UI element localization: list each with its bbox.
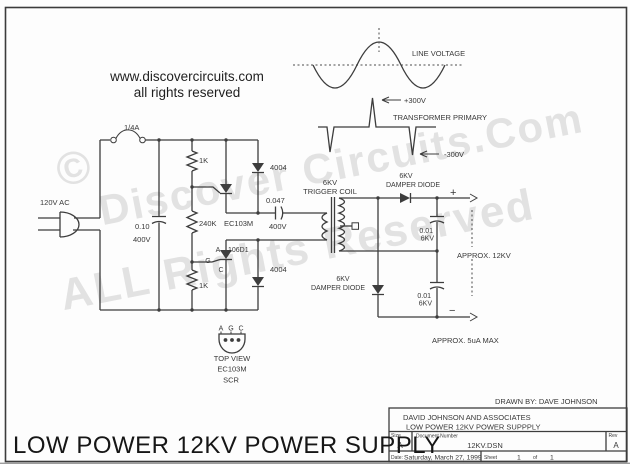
rev-value: A — [613, 441, 619, 450]
trigger-coil-label2: TRIGGER COIL — [303, 187, 357, 196]
peak-negative-label: -300V — [444, 150, 464, 159]
out-cap-bottom-voltage: 6KV — [419, 301, 433, 308]
scr2-106d1: A 106D1 G C — [192, 239, 327, 310]
package-pin-a-label: A — [219, 326, 224, 333]
scr2-anode-label: A — [216, 247, 221, 254]
title-block: DAVID JOHNSON AND ASSOCIATES LOW POWER 1… — [388, 407, 628, 463]
damper-diode-bottom-icon — [372, 285, 384, 294]
sheet-of-label: of — [533, 455, 538, 461]
power-rails — [100, 139, 258, 311]
resistor-mid-label: 240K — [199, 219, 217, 228]
output-current-label: APPROX. 5uA MAX — [432, 336, 499, 345]
transformer-primary-label: TRANSFORMER PRIMARY — [393, 113, 487, 122]
damper-diode-top-icon — [400, 193, 410, 203]
primary-winding — [321, 212, 329, 241]
input-cap-voltage: 400V — [133, 235, 151, 244]
damper-top-label2: DAMPER DIODE — [386, 182, 440, 189]
date-value: Saturday, March 27, 1999 — [404, 454, 482, 461]
rectifier-diode-bottom: 4004 — [252, 240, 287, 310]
resistor-1k-bottom — [185, 269, 199, 291]
rect-diode-top-label: 4004 — [270, 163, 287, 172]
trigger-coil-transformer: 6KV TRIGGER COIL — [303, 178, 359, 253]
package-view-label: TOP VIEW — [214, 354, 251, 363]
page-title: LOW POWER 12KV POWER SUPPLY — [13, 432, 441, 459]
package-type-label: SCR — [223, 376, 239, 385]
package-outline-icon — [218, 333, 246, 354]
package-pin-g-label: G — [228, 326, 233, 333]
sheet-total: 1 — [550, 454, 554, 461]
pulse-wave — [318, 97, 436, 156]
input-cap-value: 0.10 — [135, 222, 150, 231]
size-label: Size — [391, 433, 401, 439]
transformer-core — [330, 197, 336, 253]
site-rights-text: all rights reserved — [134, 85, 241, 100]
scr-triangle-icon — [220, 250, 232, 259]
output-arrow-plus-icon — [469, 193, 479, 203]
input-capacitor: 0.10 400V — [133, 140, 167, 310]
line-voltage-label: LINE VOLTAGE — [412, 49, 465, 58]
transformer-primary-waveform: +300V TRANSFORMER PRIMARY -300V — [318, 96, 487, 159]
line-voltage-waveform: LINE VOLTAGE — [293, 28, 465, 89]
scr2-cathode-label: C — [218, 267, 223, 274]
sheet-label: Sheet — [484, 455, 498, 461]
scr2-part-label: 106D1 — [228, 247, 249, 254]
diode-triangle-icon — [252, 163, 264, 172]
minus-sign: − — [449, 305, 455, 317]
site-url-text: www.discovercircuits.com — [109, 69, 264, 84]
damper-top-label1: 6KV — [399, 173, 413, 180]
out-cap-top-value: 0.01 — [419, 228, 433, 235]
rect-diode-bottom-label: 4004 — [270, 265, 287, 274]
scr2-gate-label: G — [205, 258, 210, 265]
coupling-cap-value: 0.047 — [266, 196, 285, 205]
scr1-label: EC103M — [224, 219, 253, 228]
resistor-bottom-label: 1K — [199, 281, 208, 290]
scr-triangle-icon — [220, 184, 232, 193]
damper-bottom-label2: DAMPER DIODE — [311, 285, 365, 292]
title-block-border — [388, 407, 628, 463]
rev-label: Rev — [609, 433, 618, 439]
diode-triangle-icon — [252, 277, 264, 286]
site-note: www.discovercircuits.com all rights rese… — [109, 69, 264, 100]
scr-package-top-view: A G C TOP VIEW EC103M SCR — [214, 326, 251, 385]
coupling-capacitor: 0.047 400V — [226, 196, 327, 231]
resistor-240k — [185, 210, 199, 234]
package-pin-c-label: C — [238, 326, 243, 333]
junction-dots — [157, 138, 439, 319]
page-edge-shadow — [0, 462, 630, 464]
resistor-branch: 1K 240K 1K — [185, 140, 217, 310]
doc-number-label: Document Number — [416, 434, 458, 440]
arrow-left-icon — [381, 96, 401, 104]
scr1-ec103m: EC103M — [192, 140, 253, 228]
coupling-cap-voltage: 400V — [269, 222, 287, 231]
ac-source-label: 120V AC — [40, 198, 70, 207]
company-name: DAVID JOHNSON AND ASSOCIATES — [403, 413, 531, 422]
peak-positive-label: +300V — [404, 96, 426, 105]
output-arrow-minus-icon — [469, 312, 479, 322]
rectifier-diode-top: 4004 — [252, 140, 287, 213]
out-cap-bottom-value: 0.01 — [417, 293, 431, 300]
ac-plug-symbol: 120V AC — [38, 140, 101, 310]
size-value: A — [397, 441, 403, 450]
damper-bottom-label1: 6KV — [336, 276, 350, 283]
page-border — [4, 6, 628, 463]
plus-sign: + — [450, 187, 456, 199]
hv-terminal-icon — [351, 222, 359, 230]
secondary-winding — [336, 197, 346, 252]
resistor-1k-top — [185, 150, 199, 172]
output-voltage-label: APPROX. 12KV — [457, 251, 511, 260]
arrow-left-icon — [419, 150, 439, 158]
drawn-by-note: DRAWN BY: DAVE JOHNSON — [495, 397, 598, 406]
package-part-label: EC103M — [217, 365, 246, 374]
out-cap-top-voltage: 6KV — [421, 236, 435, 243]
fuse-label: 1/4A — [124, 123, 139, 132]
sheet-number: 1 — [517, 454, 521, 461]
trigger-coil-label1: 6KV — [323, 178, 337, 187]
resistor-top-label: 1K — [199, 156, 208, 165]
document-title: LOW POWER 12KV POWER SUPPPLY — [406, 423, 540, 432]
fuse-symbol: 1/4A — [110, 123, 146, 144]
date-label: Date: — [391, 455, 403, 461]
output-capacitors — [429, 198, 445, 317]
doc-number-value: 12KV.DSN — [467, 441, 503, 450]
